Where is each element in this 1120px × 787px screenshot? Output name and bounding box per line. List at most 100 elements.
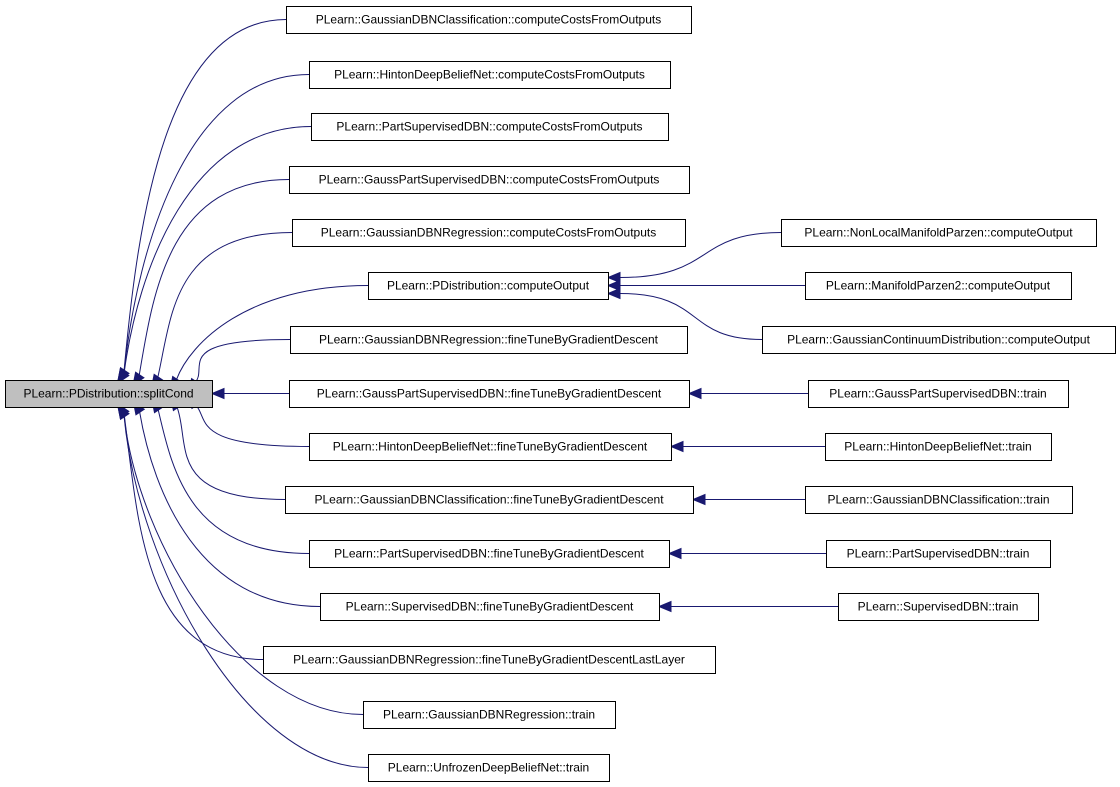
node-label: PLearn::GaussianDBNRegression::computeCo… xyxy=(321,226,656,240)
node-box[interactable] xyxy=(805,272,1072,300)
edge-n10-to-n0 xyxy=(176,406,286,500)
node-box[interactable] xyxy=(368,272,609,300)
arrowhead-n19-to-n8 xyxy=(687,387,702,400)
node-label: PLearn::SupervisedDBN::fineTuneByGradien… xyxy=(346,600,634,614)
node-hinton-deep-belief-net-train[interactable]: PLearn::HintonDeepBeliefNet::train xyxy=(825,433,1052,461)
node-label: PLearn::SupervisedDBN::train xyxy=(858,600,1019,614)
edge-n18-to-n6 xyxy=(619,293,763,340)
node-gaussian-dbnclassification-fine-tune-by-gradient-descent[interactable]: PLearn::GaussianDBNClassification::fineT… xyxy=(285,486,694,514)
node-label: PLearn::GaussianDBNRegression::fineTuneB… xyxy=(319,333,659,347)
node-hinton-deep-belief-net-compute-costs-from-outputs[interactable]: PLearn::HintonDeepBeliefNet::computeCost… xyxy=(309,61,671,89)
node-gauss-part-supervised-dbn-train[interactable]: PLearn::GaussPartSupervisedDBN::train xyxy=(808,380,1069,408)
node-part-supervised-dbn-train[interactable]: PLearn::PartSupervisedDBN::train xyxy=(826,540,1051,568)
node-box[interactable] xyxy=(5,380,213,408)
node-label: PLearn::PartSupervisedDBN::train xyxy=(847,547,1030,561)
node-gaussian-dbnregression-fine-tune-by-gradient-descent-last-layer[interactable]: PLearn::GaussianDBNRegression::fineTuneB… xyxy=(263,646,716,674)
arrowhead-n3-to-n0 xyxy=(117,369,130,384)
node-label: PLearn::PDistribution::splitCond xyxy=(23,387,193,401)
node-box[interactable] xyxy=(825,433,1052,461)
arrowhead-n15-to-n0 xyxy=(117,405,130,421)
node-box[interactable] xyxy=(805,486,1073,514)
node-box[interactable] xyxy=(290,326,688,354)
arrowhead-n17-to-n6 xyxy=(606,279,621,292)
edge-n4-to-n0 xyxy=(138,179,290,377)
node-box[interactable] xyxy=(363,701,616,729)
arrowhead-n8-to-n0 xyxy=(210,387,225,400)
edge-n13-to-n0 xyxy=(123,413,264,660)
node-part-supervised-dbn-compute-costs-from-outputs[interactable]: PLearn::PartSupervisedDBN::computeCostsF… xyxy=(311,113,669,141)
node-box[interactable] xyxy=(292,219,686,247)
node-gaussian-dbnregression-compute-costs-from-outputs[interactable]: PLearn::GaussianDBNRegression::computeCo… xyxy=(292,219,686,247)
node-manifold-parzen2-compute-output[interactable]: PLearn::ManifoldParzen2::computeOutput xyxy=(805,272,1072,300)
edge-n1-to-n0 xyxy=(123,19,287,372)
arrowhead-n21-to-n10 xyxy=(691,493,706,506)
node-gaussian-dbnclassification-train[interactable]: PLearn::GaussianDBNClassification::train xyxy=(805,486,1073,514)
node-non-local-manifold-parzen-compute-output[interactable]: PLearn::NonLocalManifoldParzen::computeO… xyxy=(781,219,1097,247)
node-gaussian-dbnclassification-compute-costs-from-outputs[interactable]: PLearn::GaussianDBNClassification::compu… xyxy=(286,6,692,34)
node-pdistribution-compute-output[interactable]: PLearn::PDistribution::computeOutput xyxy=(368,272,609,300)
edge-n2-to-n0 xyxy=(123,74,310,372)
edge-n14-to-n0 xyxy=(123,415,364,715)
node-unfrozen-deep-belief-net-train[interactable]: PLearn::UnfrozenDeepBeliefNet::train xyxy=(368,754,610,782)
edge-n3-to-n0 xyxy=(123,126,312,374)
node-supervised-dbn-train[interactable]: PLearn::SupervisedDBN::train xyxy=(838,593,1039,621)
edge-n5-to-n0 xyxy=(157,232,293,379)
node-box[interactable] xyxy=(289,380,690,408)
node-gauss-part-supervised-dbn-fine-tune-by-gradient-descent[interactable]: PLearn::GaussPartSupervisedDBN::fineTune… xyxy=(289,380,690,408)
arrowhead-n22-to-n11 xyxy=(667,547,682,560)
node-box[interactable] xyxy=(309,61,671,89)
node-box[interactable] xyxy=(320,593,660,621)
arrowhead-n20-to-n9 xyxy=(669,440,684,453)
node-label: PLearn::GaussianDBNRegression::fineTuneB… xyxy=(293,653,685,667)
node-label: PLearn::GaussianDBNClassification::fineT… xyxy=(314,493,664,507)
node-label: PLearn::HintonDeepBeliefNet::fineTuneByG… xyxy=(333,440,648,454)
node-label: PLearn::HintonDeepBeliefNet::train xyxy=(844,440,1031,454)
node-label: PLearn::GaussPartSupervisedDBN::fineTune… xyxy=(317,387,662,401)
node-label: PLearn::GaussianDBNClassification::train xyxy=(827,493,1049,507)
edge-n12-to-n0 xyxy=(138,410,321,607)
node-box[interactable] xyxy=(808,380,1069,408)
node-hinton-deep-belief-net-fine-tune-by-gradient-descent[interactable]: PLearn::HintonDeepBeliefNet::fineTuneByG… xyxy=(309,433,672,461)
node-label: PLearn::GaussianDBNClassification::compu… xyxy=(316,13,661,27)
node-pdistribution-split-cond[interactable]: PLearn::PDistribution::splitCond xyxy=(5,380,213,408)
node-supervised-dbn-fine-tune-by-gradient-descent[interactable]: PLearn::SupervisedDBN::fineTuneByGradien… xyxy=(320,593,660,621)
arrowhead-n16-to-n6 xyxy=(606,271,621,284)
node-label: PLearn::PartSupervisedDBN::fineTuneByGra… xyxy=(334,547,644,561)
node-label: PLearn::PartSupervisedDBN::computeCostsF… xyxy=(336,120,642,134)
node-label: PLearn::NonLocalManifoldParzen::computeO… xyxy=(804,226,1073,240)
nodes-layer: PLearn::PDistribution::splitCondPLearn::… xyxy=(5,6,1116,782)
arrowhead-n18-to-n6 xyxy=(606,287,621,300)
node-label: PLearn::PDistribution::computeOutput xyxy=(387,279,590,293)
node-label: PLearn::GaussianDBNRegression::train xyxy=(383,708,595,722)
node-box[interactable] xyxy=(311,113,669,141)
edge-n9-to-n0 xyxy=(195,404,310,447)
node-box[interactable] xyxy=(289,166,690,194)
node-box[interactable] xyxy=(826,540,1051,568)
node-box[interactable] xyxy=(285,486,694,514)
node-box[interactable] xyxy=(781,219,1097,247)
node-part-supervised-dbn-fine-tune-by-gradient-descent[interactable]: PLearn::PartSupervisedDBN::fineTuneByGra… xyxy=(309,540,670,568)
arrowhead-n23-to-n12 xyxy=(657,600,672,613)
node-box[interactable] xyxy=(286,6,692,34)
edge-n15-to-n0 xyxy=(123,415,369,768)
node-gauss-part-supervised-dbn-compute-costs-from-outputs[interactable]: PLearn::GaussPartSupervisedDBN::computeC… xyxy=(289,166,690,194)
node-box[interactable] xyxy=(368,754,610,782)
node-box[interactable] xyxy=(309,540,670,568)
edge-n6-to-n0 xyxy=(175,285,369,381)
node-label: PLearn::GaussPartSupervisedDBN::computeC… xyxy=(319,173,660,187)
node-box[interactable] xyxy=(838,593,1039,621)
node-box[interactable] xyxy=(309,433,672,461)
node-box[interactable] xyxy=(762,326,1116,354)
node-label: PLearn::HintonDeepBeliefNet::computeCost… xyxy=(334,68,645,82)
edge-n7-to-n0 xyxy=(194,339,291,383)
node-gaussian-dbnregression-train[interactable]: PLearn::GaussianDBNRegression::train xyxy=(363,701,616,729)
node-gaussian-continuum-distribution-compute-output[interactable]: PLearn::GaussianContinuumDistribution::c… xyxy=(762,326,1116,354)
node-label: PLearn::UnfrozenDeepBeliefNet::train xyxy=(388,761,589,775)
edge-n11-to-n0 xyxy=(157,408,310,554)
edge-n16-to-n6 xyxy=(619,232,782,279)
node-box[interactable] xyxy=(263,646,716,674)
node-label: PLearn::ManifoldParzen2::computeOutput xyxy=(826,279,1051,293)
node-gaussian-dbnregression-fine-tune-by-gradient-descent[interactable]: PLearn::GaussianDBNRegression::fineTuneB… xyxy=(290,326,688,354)
